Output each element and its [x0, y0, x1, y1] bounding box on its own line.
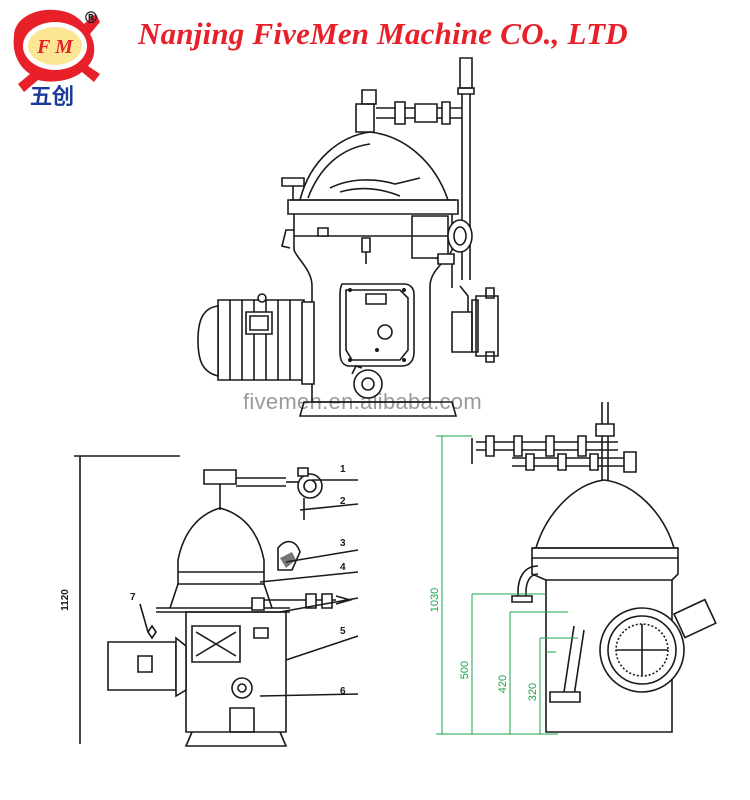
callout-6: 6: [340, 686, 346, 697]
callout-1: 1: [340, 464, 346, 475]
logo-registered-mark: ®: [83, 8, 99, 27]
callout-4: 4: [340, 562, 346, 573]
logo-red-frame: [13, 9, 100, 92]
left-height-dimension: 1120: [60, 589, 71, 611]
left-elevation-drawing: 1120 1 2 3 4 5 6 7: [60, 450, 380, 750]
dimension-1030: 1030: [429, 588, 441, 612]
callout-7: 7: [130, 592, 136, 603]
dimension-500: 500: [459, 661, 471, 679]
callout-5: 5: [340, 626, 346, 637]
callout-2: 2: [340, 496, 346, 507]
dimension-320: 320: [527, 683, 539, 701]
dimension-420: 420: [497, 675, 509, 693]
company-name: Nanjing FiveMen Machine CO., LTD: [138, 16, 628, 51]
right-elevation-drawing: 1030 500 420 320: [429, 400, 738, 740]
logo-letters: F M: [36, 36, 74, 58]
callout-3: 3: [340, 538, 346, 549]
logo-chinese-name: 五创: [30, 85, 74, 110]
company-logo: F M ® 五创: [13, 8, 100, 110]
top-separator-drawing: [190, 50, 520, 430]
